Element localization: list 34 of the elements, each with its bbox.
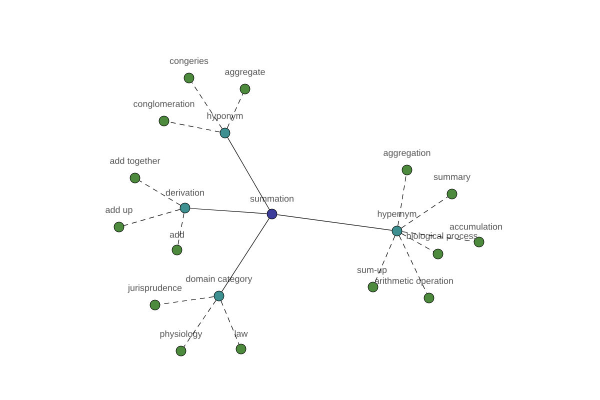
connector-line xyxy=(184,300,216,347)
node-label: hyponym xyxy=(207,112,243,121)
connector-line xyxy=(220,300,240,344)
connector-line xyxy=(192,82,222,129)
node-label: jurisprudence xyxy=(128,284,182,293)
node-label: physiology xyxy=(160,330,202,339)
node-label: congeries xyxy=(170,57,208,66)
connector-line xyxy=(401,196,448,228)
connector-line xyxy=(227,137,270,210)
connector-line xyxy=(401,233,434,252)
node-label: accumulation xyxy=(450,223,502,230)
connector-line xyxy=(168,122,220,132)
connector-line xyxy=(139,180,181,206)
connector-line xyxy=(160,296,214,305)
node-label: add xyxy=(170,231,184,238)
node-label: law xyxy=(234,330,248,337)
node-label: aggregation xyxy=(384,149,430,158)
node-label: aggregate xyxy=(225,69,265,77)
node-label: add up xyxy=(106,206,132,215)
node-label: summary xyxy=(434,175,470,182)
connector-line xyxy=(398,174,406,226)
connector-line xyxy=(398,235,428,294)
connector-line xyxy=(222,218,270,292)
connector-line xyxy=(178,212,184,246)
connector-line xyxy=(402,231,474,242)
node-label: biological process xyxy=(406,232,478,241)
connector-line xyxy=(190,208,268,214)
connector-line xyxy=(226,93,244,129)
node-label: conglomeration xyxy=(134,100,194,109)
node-label: add together xyxy=(110,157,160,166)
connector-line xyxy=(124,209,180,226)
connector-line xyxy=(276,214,392,231)
connector-line xyxy=(374,236,396,282)
node-label: derivation xyxy=(166,189,204,196)
